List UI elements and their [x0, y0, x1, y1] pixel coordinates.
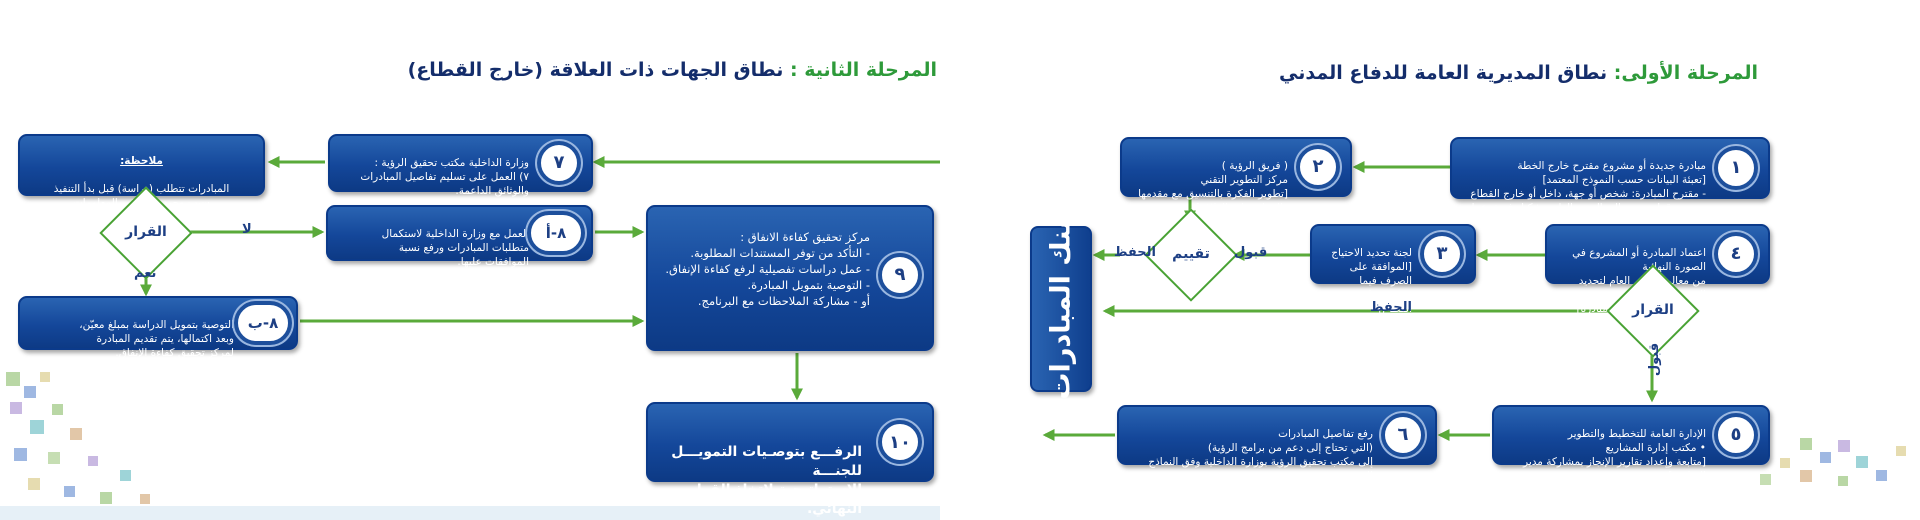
step-3-box: لجنة تحديد الاحتياج [الموافقة على الصرف … — [1310, 224, 1476, 315]
step-1-badge: ١ — [1714, 146, 1758, 190]
step-9-text: مركز تحقيق كفاءة الانفاق : - التأكد من ت… — [665, 230, 870, 308]
step-10-box: الرفـــع بتوصـيات التمويـــل للجنـــة ال… — [646, 402, 934, 517]
step-5-box: الإدارة العامة للتخطيط والتطوير • مكتب إ… — [1492, 405, 1770, 482]
step-10-text: الرفـــع بتوصـيات التمويـــل للجنـــة ال… — [671, 444, 862, 517]
step-5-badge: ٥ — [1714, 413, 1758, 457]
step-6-text: رفع تفاصيل المبادرات (التي تحتاج إلى دعم… — [1148, 428, 1373, 482]
step-2-badge: ٢ — [1296, 145, 1340, 189]
step-9-badge: ٩ — [878, 253, 922, 297]
initiatives-bank-label: بنك المبادرات — [1045, 218, 1077, 400]
save-label-1: الحفظ — [1114, 245, 1156, 260]
step-3-text: لجنة تحديد الاحتياج [الموافقة على الصرف … — [1331, 247, 1412, 315]
decision-2-label: القرار — [125, 224, 167, 240]
step-7-text: وزارة الداخلية مكتب تحقيق الرؤية : ٧) ال… — [360, 157, 529, 197]
initiatives-bank: بنك المبادرات — [1030, 219, 1092, 399]
step-8b-box: التوصية بتمويل الدراسة بمبلغ معيّن، وبعد… — [18, 296, 298, 359]
step-7-box: وزارة الداخلية مكتب تحقيق الرؤية : ٧) ال… — [328, 134, 593, 197]
evaluate-label: تقييم — [1172, 246, 1210, 262]
phase2-title: المرحلة الثانية : نطاق الجهات ذات العلاق… — [408, 59, 937, 81]
step-6-badge: ٦ — [1381, 413, 1425, 457]
step-8a-badge: ٨-أ — [527, 211, 585, 255]
step-8a-text: العمل مع وزارة الداخلية لاستكمال متطلبات… — [381, 228, 529, 268]
phase1-lead: المرحلة الأولى: — [1613, 62, 1758, 84]
step-7-badge: ٧ — [537, 141, 581, 185]
step-6-box: رفع تفاصيل المبادرات (التي تحتاج إلى دعم… — [1117, 405, 1437, 482]
step-8b-badge: ٨-ب — [234, 301, 292, 345]
phase2-heading: نطاق الجهات ذات العلاقة (خارج القطاع) — [407, 59, 784, 81]
step-5-text: الإدارة العامة للتخطيط والتطوير • مكتب إ… — [1523, 428, 1706, 482]
step-2-box: ( فريق الرؤية ) مركز التطوير التقني [تطو… — [1120, 137, 1352, 214]
step-3-badge: ٣ — [1420, 232, 1464, 276]
step-9-box: مركز تحقيق كفاءة الانفاق : - التأكد من ت… — [646, 205, 934, 351]
note-box: ملاحظة: المبادرات تتطلب (دراسة) قبل بدأ … — [18, 134, 265, 209]
step-8a-box: العمل مع وزارة الداخلية لاستكمال متطلبات… — [326, 205, 593, 268]
yes-label: نعم — [134, 266, 157, 281]
step-10-badge: ١٠ — [878, 420, 922, 464]
step-1-box: مبادرة جديدة أو مشروع مقترح خارج الخطة [… — [1450, 137, 1770, 228]
save-label-2: الحفظ — [1370, 300, 1412, 315]
accept-label-decision: قبول — [1647, 342, 1663, 377]
step-2-text: ( فريق الرؤية ) مركز التطوير التقني [تطو… — [1138, 160, 1288, 214]
bottom-light-band — [0, 506, 940, 520]
step-1-text: مبادرة جديدة أو مشروع مقترح خارج الخطة [… — [1466, 160, 1706, 228]
decision-1-label: القرار — [1632, 302, 1674, 318]
step-4-badge: ٤ — [1714, 232, 1758, 276]
phase1-title: المرحلة الأولى: نطاق المديرية العامة للد… — [1279, 62, 1758, 84]
accept-label-evaluate: قبول — [1234, 245, 1268, 260]
phase1-heading: نطاق المديرية العامة للدفاع المدني — [1279, 62, 1608, 84]
no-label: لا — [242, 222, 252, 237]
step-8b-text: التوصية بتمويل الدراسة بمبلغ معيّن، وبعد… — [79, 319, 234, 359]
note-title: ملاحظة: — [120, 155, 163, 167]
phase2-lead: المرحلة الثانية : — [790, 59, 937, 81]
